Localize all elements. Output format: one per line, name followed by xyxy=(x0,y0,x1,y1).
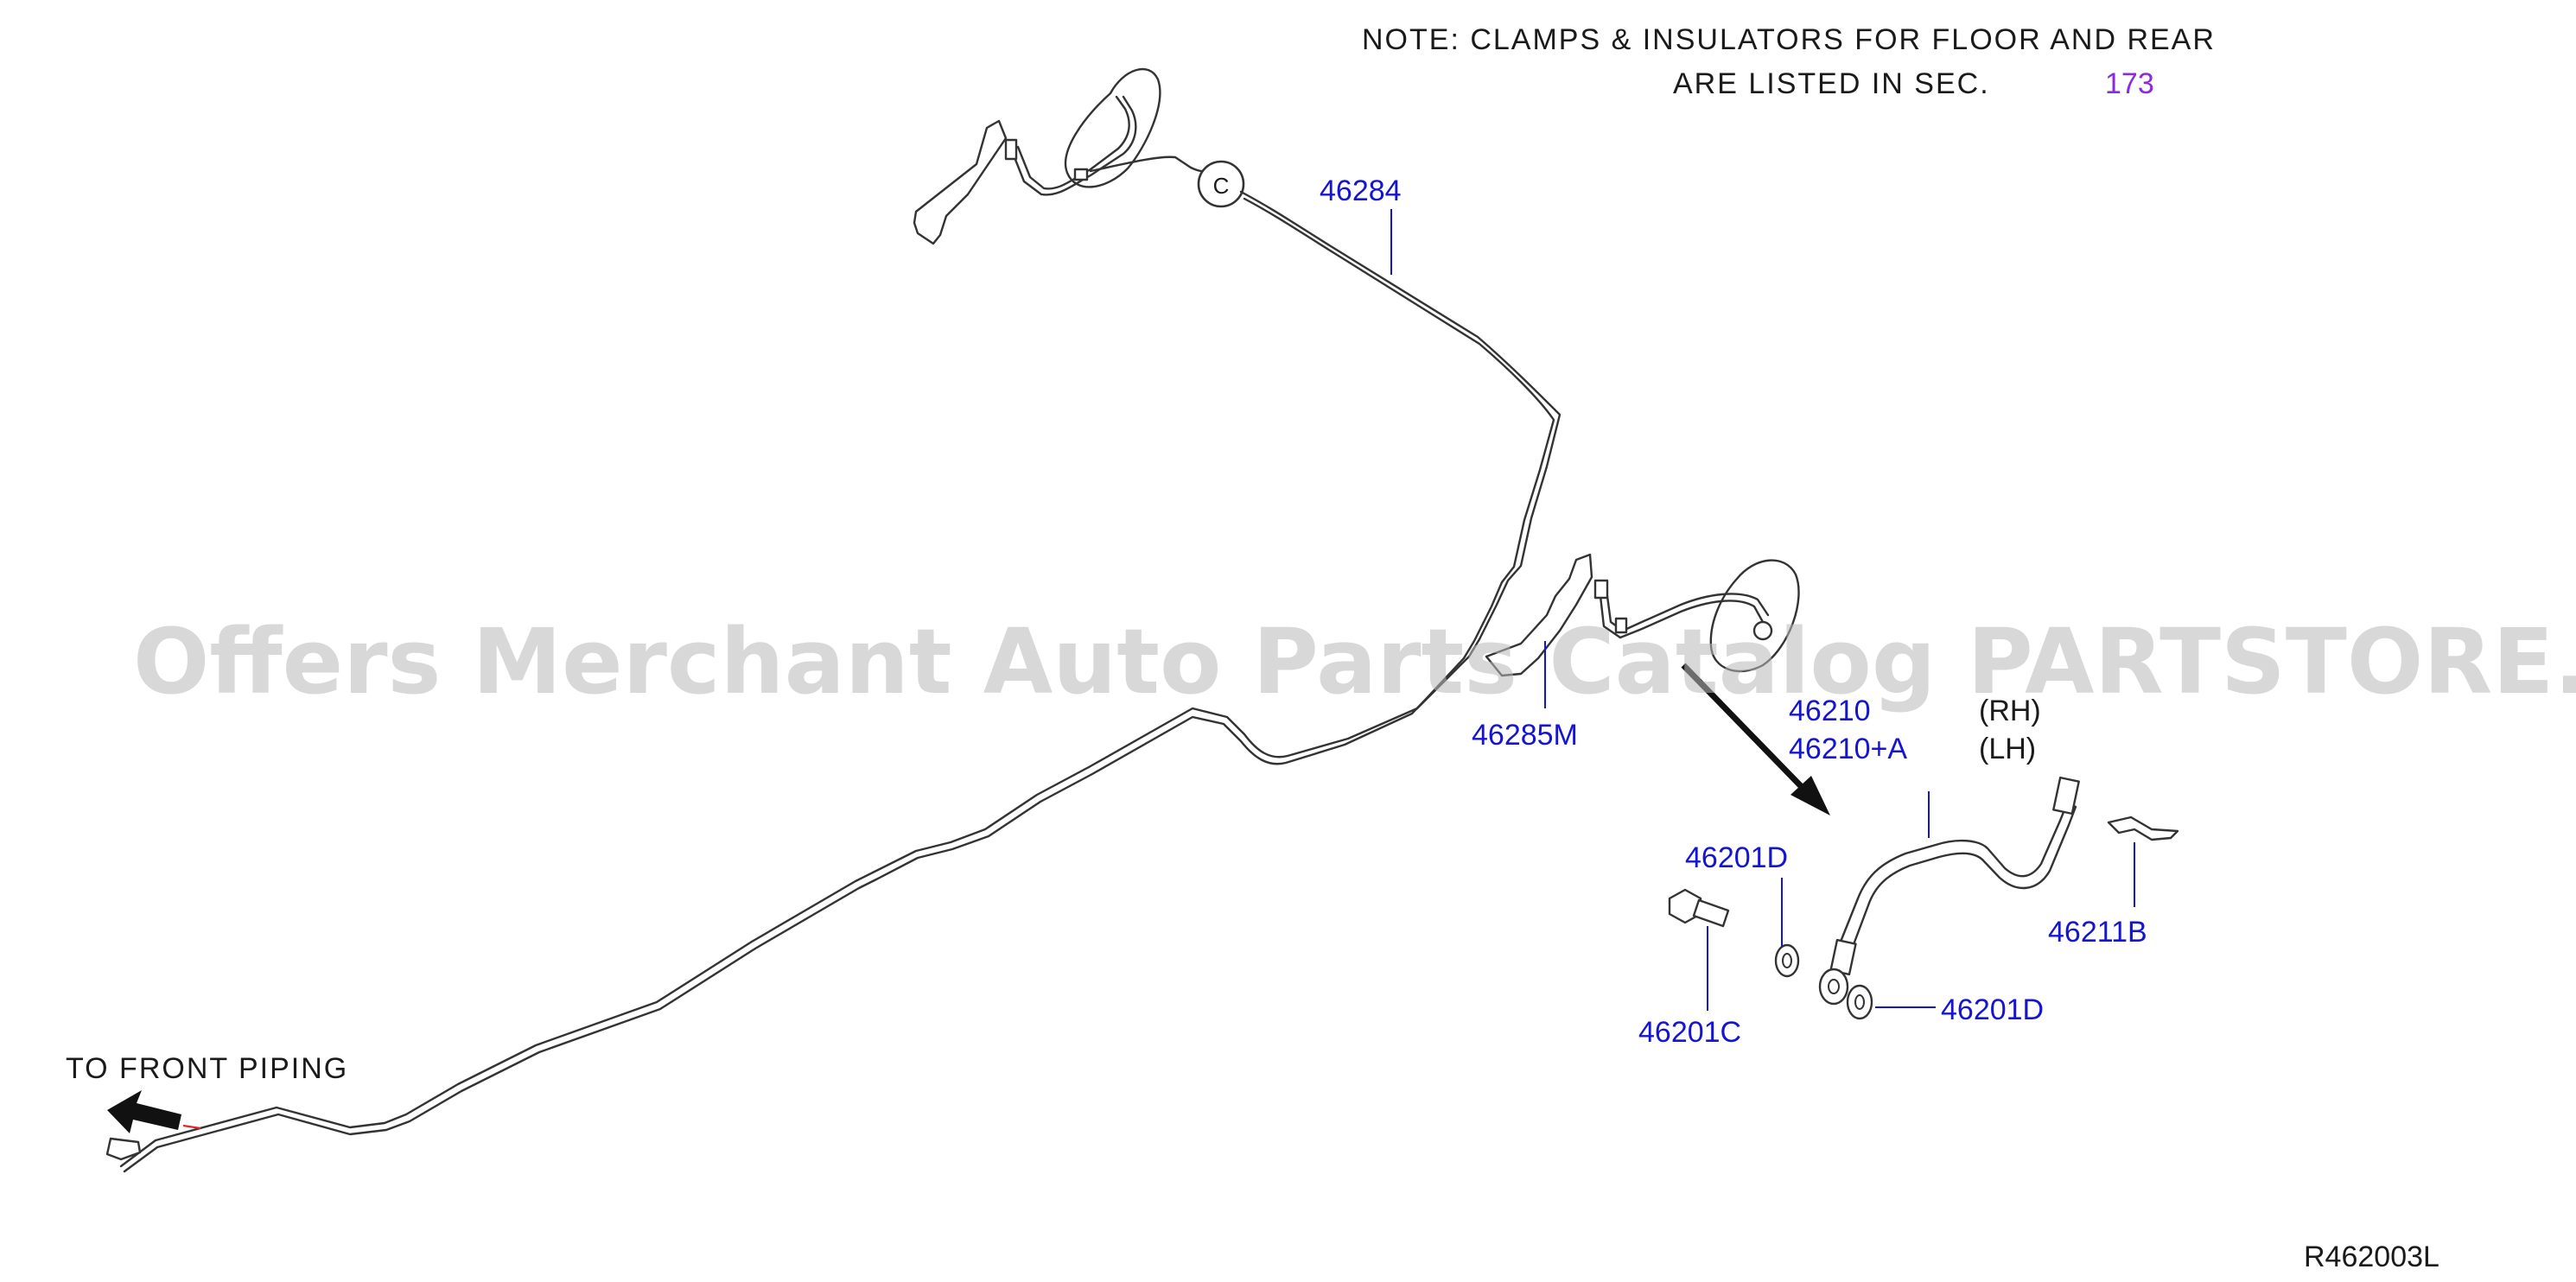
upper-brake-assembly xyxy=(913,67,1220,245)
label-46201c[interactable]: 46201C xyxy=(1638,1016,1741,1049)
clip-46211b[interactable] xyxy=(2107,816,2179,841)
label-46201d-lower[interactable]: 46201D xyxy=(1941,993,2044,1026)
label-46210a[interactable]: 46210+A xyxy=(1789,733,1907,765)
label-lh: (LH) xyxy=(1979,733,2036,765)
watermark-text: Offers Merchant Auto Parts Catalog PARTS… xyxy=(133,609,2576,714)
lower-brake-assembly xyxy=(1485,553,1800,677)
washer-46201d-lower[interactable] xyxy=(1846,984,1873,1020)
label-46211b[interactable]: 46211B xyxy=(2048,916,2147,949)
label-46210[interactable]: 46210 xyxy=(1789,695,1871,727)
callout-c-marker[interactable]: C xyxy=(1197,160,1245,208)
section-173-link[interactable]: 173 xyxy=(2105,67,2154,100)
exploded-view-arrow xyxy=(1681,663,1830,816)
label-46285m[interactable]: 46285M xyxy=(1472,719,1578,752)
front-piping-label: TO FRONT PIPING xyxy=(66,1052,348,1085)
label-46201d-upper[interactable]: 46201D xyxy=(1685,841,1788,874)
front-piping-arrow xyxy=(107,1090,201,1133)
bolt-46201c[interactable] xyxy=(1668,888,1730,928)
callout-c-letter: C xyxy=(1213,173,1230,199)
brake-tube-46284[interactable] xyxy=(119,190,1562,1173)
label-rh: (RH) xyxy=(1979,695,2041,727)
leader-lines xyxy=(1390,209,2135,1011)
note-line-1: NOTE: CLAMPS & INSULATORS FOR FLOOR AND … xyxy=(1362,23,2216,56)
washer-46201d-upper[interactable] xyxy=(1774,943,1800,978)
label-46284[interactable]: 46284 xyxy=(1320,175,1402,207)
brake-hose-46210[interactable] xyxy=(1818,776,2080,1006)
front-fitting xyxy=(105,1137,142,1161)
diagram-code: R462003L xyxy=(2304,1241,2439,1273)
note-line-2: ARE LISTED IN SEC. xyxy=(1673,67,1990,100)
